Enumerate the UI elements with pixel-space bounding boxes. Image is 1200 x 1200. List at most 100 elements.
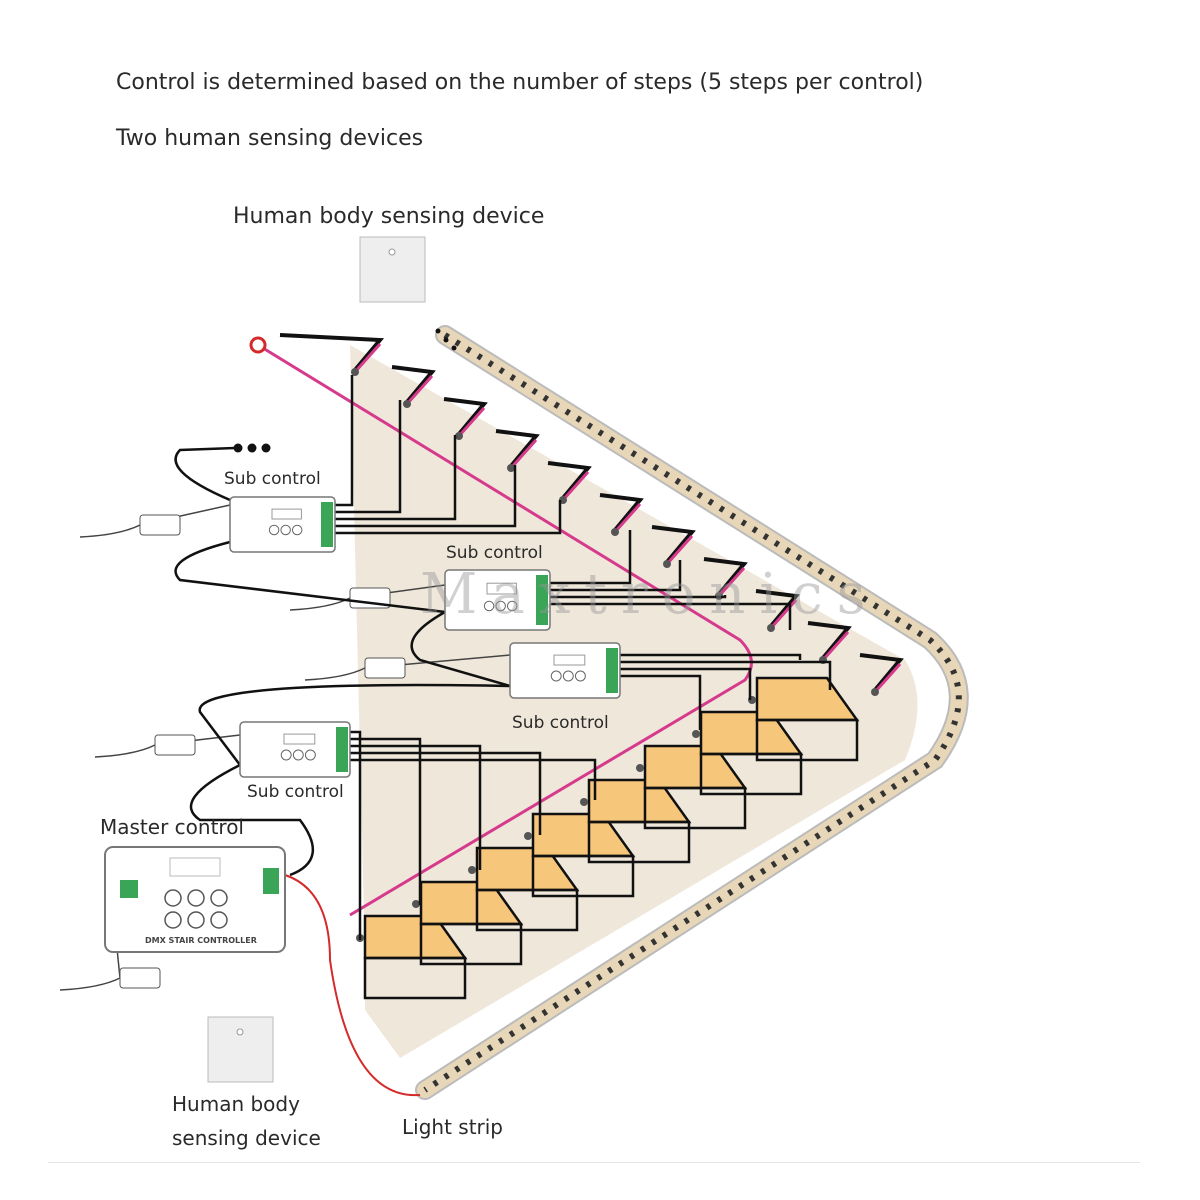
control-button: [187, 911, 205, 929]
master-device-text: DMX STAIR CONTROLLER: [145, 936, 257, 945]
light-strip: [417, 327, 967, 1098]
step-connector: [580, 798, 588, 806]
control-wire: [550, 560, 682, 592]
power-adapter: [364, 657, 406, 679]
sensor-bottom-label-2: sensing device: [172, 1126, 321, 1150]
upper-step: [279, 333, 385, 372]
sub-control-4: [239, 721, 351, 778]
sensor-bottom-label-1: Human body: [172, 1092, 300, 1116]
upper-step: [703, 557, 748, 596]
step-led-wire: [405, 375, 434, 405]
human-sensing-device: [359, 236, 426, 303]
control-wire: [350, 744, 482, 870]
digit-display: [486, 582, 517, 595]
step-led-wire: [457, 407, 486, 437]
upper-step: [859, 653, 904, 692]
upper-step: [651, 525, 696, 564]
upper-step: [599, 493, 644, 532]
upper-step: [495, 429, 540, 468]
control-button: [483, 600, 495, 612]
sub-control-2: [444, 569, 551, 631]
control-wire: [620, 674, 702, 730]
control-wire: [620, 660, 832, 690]
divider: [48, 1162, 1140, 1163]
digit-display: [271, 508, 302, 520]
control-wire: [335, 435, 457, 521]
terminal-block: [336, 727, 348, 772]
link-cable: [410, 610, 511, 688]
step-connector: [455, 432, 463, 440]
sensor-eye-icon: [388, 248, 396, 256]
step-connector: [351, 368, 359, 376]
lower-step-riser: [643, 786, 747, 830]
strip-continue-dot: [435, 328, 441, 334]
upper-step: [443, 397, 488, 436]
human-sensing-device: [207, 1016, 274, 1083]
control-wire: [350, 751, 542, 835]
lower-step-riser: [531, 854, 635, 898]
step-connector: [524, 832, 532, 840]
upper-step: [807, 621, 852, 660]
step-connector: [412, 900, 420, 908]
lower-step-riser: [419, 922, 523, 966]
sensor-beam-line: [257, 343, 753, 917]
link-cable: [189, 763, 315, 877]
step-connector: [767, 624, 775, 632]
control-wire: [335, 465, 517, 528]
control-wire: [350, 758, 597, 800]
step-led-wire: [873, 663, 902, 693]
step-connector: [507, 464, 515, 472]
control-button: [210, 889, 228, 907]
control-button: [164, 889, 182, 907]
master-control-label: Master control: [100, 815, 244, 839]
continue-dot: [261, 443, 271, 453]
sub-control-2-label: Sub control: [446, 543, 543, 563]
digit-display: [169, 857, 221, 877]
terminal-block: [263, 868, 279, 894]
lower-step-riser: [475, 888, 579, 932]
terminal-block: [536, 575, 548, 625]
sensor-point-icon: [249, 336, 267, 354]
step-connector: [636, 764, 644, 772]
control-button: [291, 524, 303, 536]
control-wire: [335, 500, 562, 535]
sub-control-1-label: Sub control: [224, 469, 321, 489]
continue-dot: [247, 443, 257, 453]
link-cable: [174, 540, 446, 614]
header-line-2: Two human sensing devices: [116, 126, 424, 151]
control-button: [550, 670, 562, 682]
link-cable: [198, 683, 511, 766]
step-connector: [871, 688, 879, 696]
control-wire: [550, 595, 727, 599]
step-led-wire: [665, 535, 694, 565]
step-led-wire: [353, 343, 382, 373]
step-led-wire: [769, 599, 798, 629]
step-connector: [611, 528, 619, 536]
control-button: [280, 749, 292, 761]
link-cable: [174, 446, 236, 502]
step-led-wire: [717, 567, 746, 597]
strip-continue-dot: [451, 345, 457, 351]
control-wire: [550, 602, 792, 630]
digit-display: [283, 733, 316, 745]
step-connector: [403, 400, 411, 408]
lower-step-riser: [363, 956, 467, 1000]
control-button: [562, 670, 574, 682]
power-adapter: [139, 514, 181, 536]
upper-step: [391, 365, 436, 404]
sub-control-1: [229, 496, 336, 553]
control-wire: [620, 653, 802, 660]
step-connector: [468, 866, 476, 874]
control-wire: [350, 730, 362, 940]
step-connector: [692, 730, 700, 738]
light-strip-label: Light strip: [402, 1115, 504, 1139]
lower-step-riser: [755, 718, 859, 762]
step-led-wire: [821, 631, 850, 661]
sensor-top-label: Human body sensing device: [233, 204, 545, 229]
control-wire: [550, 530, 632, 585]
control-button: [506, 600, 518, 612]
control-wire: [335, 375, 354, 507]
control-button: [210, 911, 228, 929]
terminal-block: [321, 502, 333, 547]
